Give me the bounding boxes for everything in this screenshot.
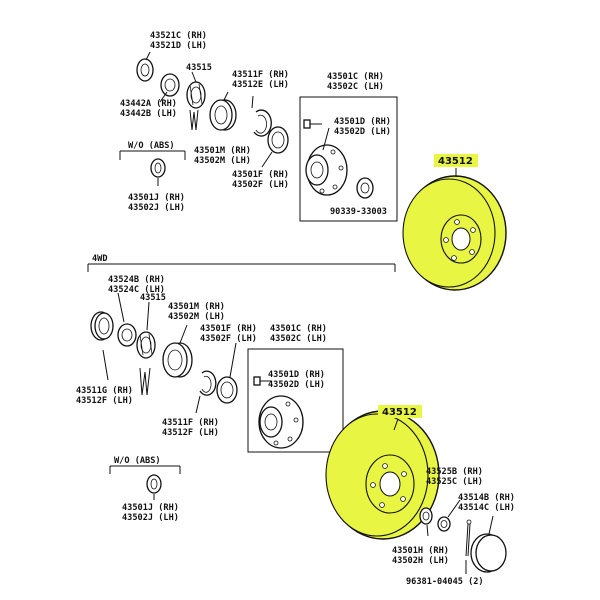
label-43512E: 43512E (LH): [232, 80, 289, 90]
label-43512F-lower-seal: 43512F (LH): [76, 396, 133, 406]
label-43501J-upper: 43501J (RH): [128, 193, 185, 203]
grease-cap: [470, 533, 507, 573]
label-43501D-upper: 43501D (RH): [334, 117, 391, 127]
label-43515-upper: 43515: [186, 63, 212, 73]
bearing-cone-upper: [160, 73, 180, 97]
hub-assembly-box-lower: [247, 348, 344, 453]
label-43512F-lower: 43512F (LH): [162, 428, 219, 438]
cotter-pin: [465, 519, 472, 557]
label-43514B: 43514B (RH): [458, 493, 515, 503]
hub-bolt-lower: [253, 376, 272, 386]
abs-ring-upper: [150, 158, 166, 178]
oil-seal-upper: [136, 58, 154, 82]
label-43502H: 43502H (LH): [392, 556, 449, 566]
rotor-label-highlight-lower: [378, 405, 422, 418]
label-43502J-upper: 43502J (LH): [128, 203, 185, 213]
label-43442B: 43442B (LH): [120, 109, 177, 119]
label-43524C: 43524C (LH): [108, 285, 165, 295]
label-43525B: 43525B (RH): [426, 467, 483, 477]
label-43501M-upper: 43501M (RH): [194, 146, 251, 156]
label-43524B: 43524B (RH): [108, 275, 165, 285]
nut-lower: [437, 516, 451, 532]
label-43512-upper: 43512: [438, 156, 473, 167]
label-43521D: 43521D (LH): [150, 41, 207, 51]
label-43521C: 43521C (RH): [150, 31, 207, 41]
label-43501M-lower: 43501M (RH): [168, 302, 225, 312]
label-96381: 96381-04045 (2): [406, 577, 484, 587]
hub-nut-upper: [356, 177, 374, 199]
bearing-cone-lower: [117, 323, 137, 347]
label-43515-lower: 43515: [140, 293, 166, 303]
label-43502C-upper: 43502C (LH): [327, 82, 384, 92]
label-43501F-lower: 43501F (RH): [200, 324, 257, 334]
oil-seal-lower: [90, 311, 114, 341]
label-43502C-lower: 43502C (LH): [270, 334, 327, 344]
label-43502J-lower: 43502J (LH): [122, 513, 179, 523]
label-43501J-lower: 43501J (RH): [122, 503, 179, 513]
snap-ring-lower: [199, 370, 217, 396]
abs-ring-lower: [146, 474, 162, 494]
label-43512-lower: 43512: [382, 407, 417, 418]
bearing-race-upper: [209, 99, 237, 131]
bearing-race-lower: [162, 342, 193, 378]
label-wo-abs-upper: W/O (ABS): [128, 141, 175, 151]
label-43501H: 43501H (RH): [392, 546, 449, 556]
label-43442A: 43442A (RH): [120, 99, 177, 109]
label-43502M-lower: 43502M (LH): [168, 312, 225, 322]
label-43501C-upper: 43501C (RH): [327, 72, 384, 82]
label-43511F-lower: 43511F (RH): [162, 418, 219, 428]
label-43501C-lower: 43501C (RH): [270, 324, 327, 334]
fourwd-bracket: [87, 263, 396, 272]
roller-bearing-upper: [186, 81, 206, 109]
label-43502F-lower: 43502F (LH): [200, 334, 257, 344]
wo-abs-bracket-upper: [119, 150, 186, 160]
label-43514C: 43514C (LH): [458, 503, 515, 513]
hub-bolt-upper: [303, 119, 322, 129]
label-43511F-upper: 43511F (RH): [232, 70, 289, 80]
label-43502D-upper: 43502D (LH): [334, 127, 391, 137]
label-43502F-upper: 43502F (LH): [232, 180, 289, 190]
label-43525C: 43525C (LH): [426, 477, 483, 487]
label-4wd: 4WD: [92, 254, 108, 264]
spacer-upper: [267, 126, 289, 154]
label-wo-abs-lower: W/O (ABS): [114, 456, 161, 466]
wo-abs-bracket-lower: [109, 465, 181, 474]
hub-assembly-box-upper: [299, 96, 398, 222]
rotor-label-highlight-upper: [434, 154, 478, 167]
roller-bearing-lower: [136, 331, 156, 359]
label-43502M-upper: 43502M (LH): [194, 156, 251, 166]
hub-lower: [258, 395, 304, 449]
label-43501F-upper: 43501F (RH): [232, 170, 289, 180]
disc-rotor-upper: [402, 175, 507, 291]
hub-upper: [305, 144, 348, 196]
snap-ring-upper: [253, 109, 272, 137]
label-90339: 90339-33003: [330, 207, 387, 217]
disc-rotor-lower: [325, 410, 440, 540]
label-43502D-lower: 43502D (LH): [268, 380, 325, 390]
washer-lower: [419, 507, 433, 525]
label-43511G: 43511G (RH): [76, 386, 133, 396]
spacer-lower: [216, 376, 238, 404]
label-43501D-lower: 43501D (RH): [268, 370, 325, 380]
